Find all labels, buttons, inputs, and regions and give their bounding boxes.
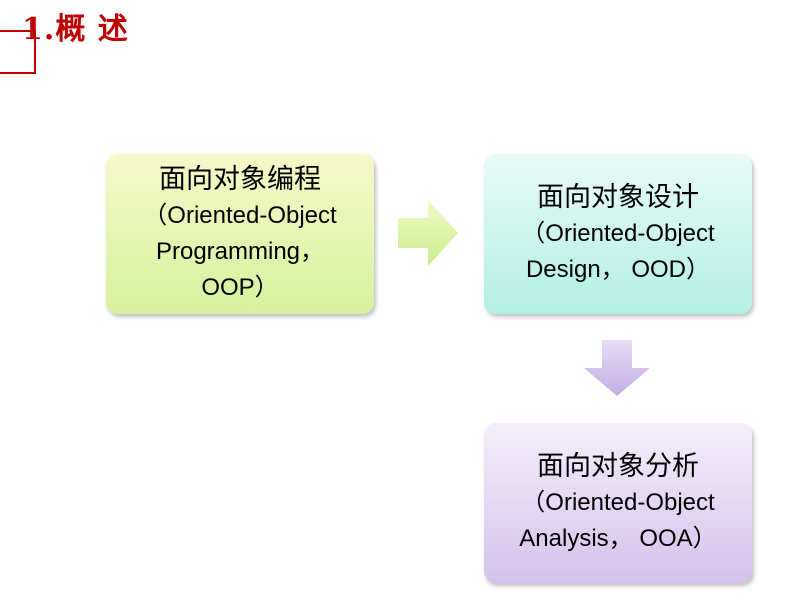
oop-english-line3: OOP） bbox=[201, 274, 279, 301]
ooa-english-line2: Analysis， OOA） bbox=[519, 525, 717, 552]
ood-chinese-label: 面向对象设计 bbox=[537, 182, 699, 213]
ooa-box: 面向对象分析 （Oriented-Object Analysis， OOA） bbox=[484, 423, 752, 583]
title-bracket-decoration bbox=[0, 30, 36, 74]
oop-english-line1: （Oriented-Object bbox=[143, 202, 337, 229]
ooa-english-line1: （Oriented-Object bbox=[521, 489, 715, 516]
down-arrow-icon bbox=[584, 340, 650, 396]
ood-box: 面向对象设计 （Oriented-Object Design， OOD） bbox=[484, 154, 752, 314]
ood-english-line2: Design， OOD） bbox=[525, 256, 711, 283]
ood-english-line1: （Oriented-Object bbox=[521, 220, 715, 247]
slide-title: 1.概 述 bbox=[22, 12, 129, 47]
right-arrow-icon bbox=[398, 200, 458, 266]
oop-chinese-label: 面向对象编程 bbox=[159, 164, 321, 195]
ooa-chinese-label: 面向对象分析 bbox=[537, 451, 699, 482]
oop-english-line2: Programming， bbox=[155, 238, 325, 265]
oop-box: 面向对象编程 （Oriented-Object Programming， OOP… bbox=[106, 154, 374, 314]
